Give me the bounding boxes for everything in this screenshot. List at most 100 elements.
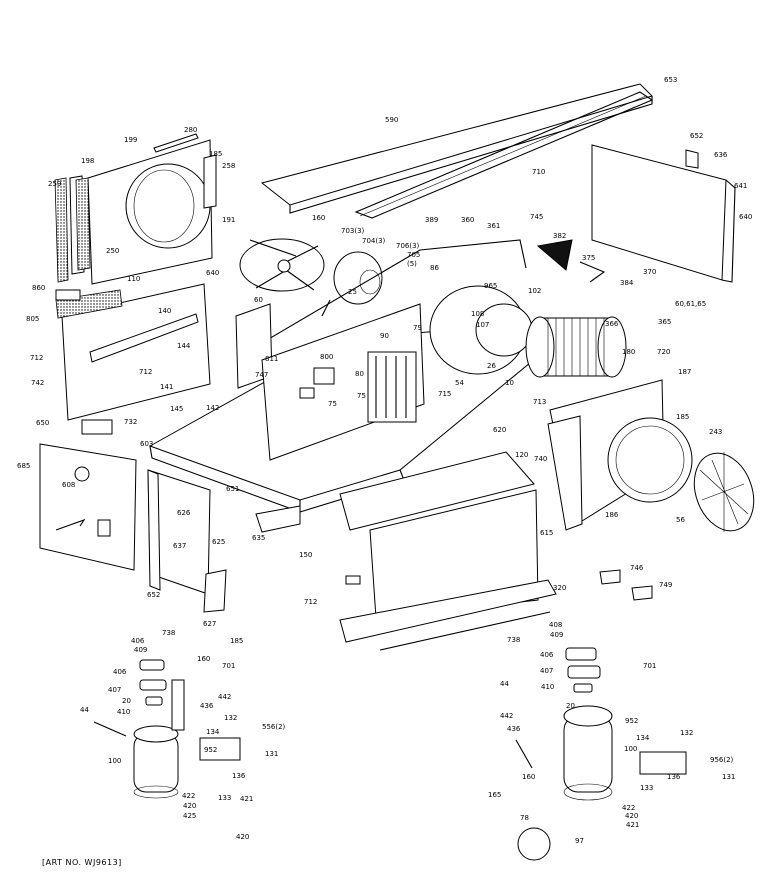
part-label: 641 bbox=[734, 182, 747, 190]
part-label: 420 bbox=[625, 812, 638, 820]
part-label: 800 bbox=[320, 353, 333, 361]
part-label: 10 bbox=[505, 379, 514, 387]
control-panel bbox=[261, 303, 425, 461]
part-label: 410 bbox=[117, 708, 130, 716]
part-label: 653 bbox=[664, 76, 677, 84]
part-label: 626 bbox=[177, 509, 191, 517]
part-label: 185 bbox=[209, 150, 222, 158]
part-label: 952 bbox=[625, 717, 638, 725]
part-label: 100 bbox=[624, 745, 637, 753]
part-label: 165 bbox=[488, 791, 501, 799]
part-label: 131 bbox=[265, 750, 278, 758]
part-label: 436 bbox=[200, 702, 214, 710]
part-label: 422 bbox=[622, 804, 635, 812]
part-label: 409 bbox=[134, 646, 147, 654]
part-label: 86 bbox=[430, 264, 439, 272]
part-label: 382 bbox=[553, 232, 566, 240]
part-label: 79 bbox=[413, 324, 422, 332]
heater-elements bbox=[367, 351, 417, 423]
part-label: 746 bbox=[630, 564, 644, 572]
part-label: 740 bbox=[534, 455, 547, 463]
part-label: 706(3) bbox=[396, 242, 420, 250]
part-label: 131 bbox=[722, 773, 735, 781]
part-label: 44 bbox=[80, 706, 89, 714]
part-label: 54 bbox=[455, 379, 464, 387]
front-cabinet bbox=[39, 443, 137, 571]
compressor-right bbox=[515, 647, 687, 861]
part-label: 421 bbox=[240, 795, 253, 803]
part-label: 745 bbox=[530, 213, 543, 221]
part-label: 701 bbox=[643, 662, 656, 670]
part-label: 420 bbox=[236, 833, 249, 841]
part-label: 701 bbox=[222, 662, 235, 670]
part-label: 637 bbox=[173, 542, 186, 550]
fan-motor bbox=[321, 251, 383, 317]
part-label: 185 bbox=[230, 637, 243, 645]
blower-assembly bbox=[429, 285, 627, 378]
fan-guard bbox=[693, 452, 755, 532]
part-label: 406 bbox=[131, 637, 145, 645]
part-label: 603 bbox=[140, 440, 153, 448]
part-label: 60 bbox=[254, 296, 263, 304]
part-label: 136 bbox=[232, 772, 246, 780]
part-label: 133 bbox=[218, 794, 231, 802]
part-label: 421 bbox=[626, 821, 639, 829]
part-label: 90 bbox=[380, 332, 389, 340]
part-label: 625 bbox=[212, 538, 225, 546]
part-label: 652 bbox=[690, 132, 703, 140]
part-label: 191 bbox=[222, 216, 235, 224]
part-label: 805 bbox=[26, 315, 39, 323]
part-label: 187 bbox=[678, 368, 691, 376]
part-label: 280 bbox=[184, 126, 197, 134]
part-label: 26 bbox=[487, 362, 496, 370]
part-label: 720 bbox=[657, 348, 670, 356]
part-label: 134 bbox=[636, 734, 650, 742]
fan-blade bbox=[239, 238, 325, 292]
part-label: 425 bbox=[183, 812, 196, 820]
part-label: 199 bbox=[124, 136, 137, 144]
art-number: [ART NO. WJ9613] bbox=[42, 858, 122, 867]
part-label: 620 bbox=[493, 426, 506, 434]
part-label: 80 bbox=[355, 370, 364, 378]
condenser-coil-left bbox=[55, 283, 273, 421]
part-label: 365 bbox=[658, 318, 671, 326]
part-label: 436 bbox=[507, 725, 521, 733]
part-label: 258 bbox=[222, 162, 235, 170]
part-label: 738 bbox=[162, 629, 175, 637]
part-label: 150 bbox=[299, 551, 312, 559]
part-label: 160 bbox=[197, 655, 210, 663]
part-label: 100 bbox=[108, 757, 121, 765]
part-label: 732 bbox=[124, 418, 137, 426]
part-label: 133 bbox=[640, 784, 653, 792]
part-label: 712 bbox=[304, 598, 317, 606]
blower-housing-right bbox=[547, 379, 693, 531]
part-label: 25 bbox=[348, 288, 357, 296]
part-label: 132 bbox=[224, 714, 237, 722]
part-label: 738 bbox=[507, 636, 520, 644]
part-label: 703(3) bbox=[341, 227, 365, 235]
part-label: 20 bbox=[122, 697, 131, 705]
part-label: 747 bbox=[255, 371, 268, 379]
part-label: 422 bbox=[182, 792, 195, 800]
condenser-shroud bbox=[54, 133, 217, 285]
part-label: 60,61,65 bbox=[675, 300, 706, 308]
part-label: 180 bbox=[622, 348, 635, 356]
part-label: 145 bbox=[170, 405, 183, 413]
part-label: 407 bbox=[108, 686, 121, 694]
part-label: 651 bbox=[226, 485, 239, 493]
part-label: 635 bbox=[252, 534, 265, 542]
part-label: 75 bbox=[328, 400, 337, 408]
part-label: 704(3) bbox=[362, 237, 386, 245]
part-label: 590 bbox=[385, 116, 398, 124]
part-label: 75 bbox=[357, 392, 366, 400]
part-label: 134 bbox=[206, 728, 220, 736]
part-label: 44 bbox=[500, 680, 509, 688]
part-label: 410 bbox=[541, 683, 554, 691]
part-label: 107 bbox=[476, 321, 489, 329]
part-label: 640 bbox=[206, 269, 219, 277]
part-label: 556(2) bbox=[262, 723, 286, 731]
part-label: 186 bbox=[605, 511, 619, 519]
part-label: 185 bbox=[676, 413, 689, 421]
part-label: (5) bbox=[407, 260, 417, 268]
